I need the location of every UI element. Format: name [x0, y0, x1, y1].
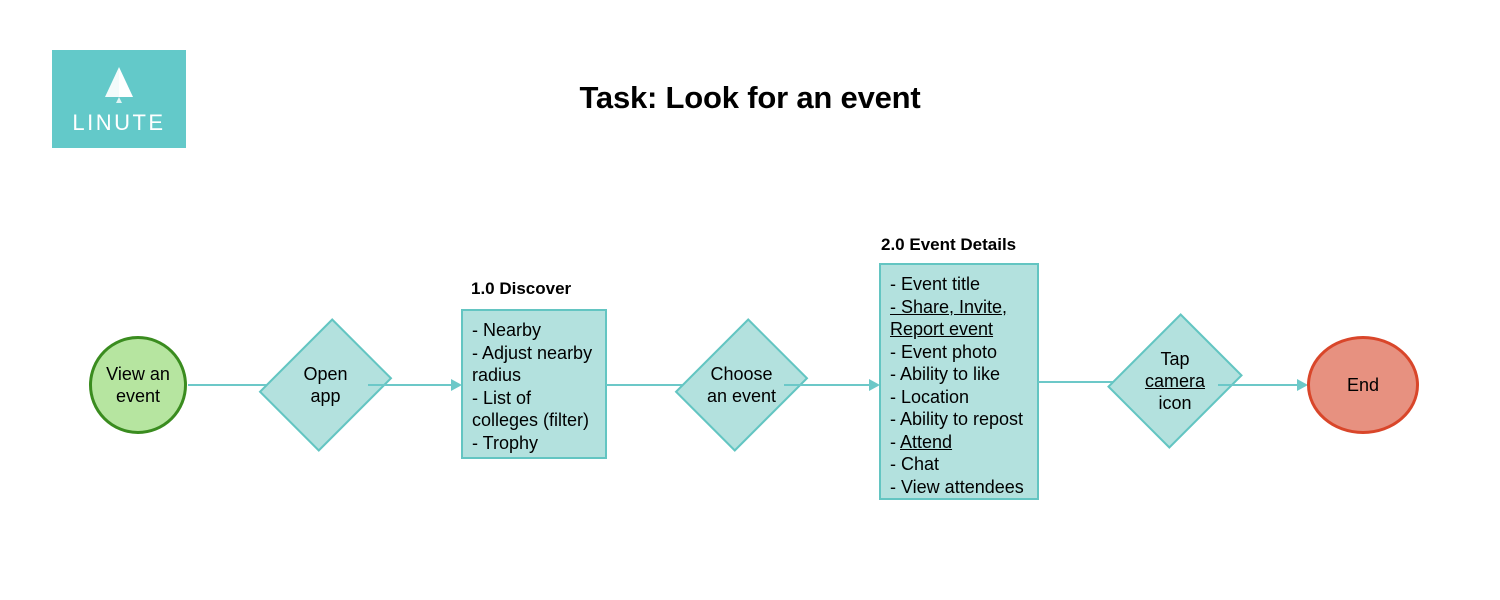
flow-node-start-label: View an event	[106, 364, 170, 406]
list-item: - Share, Invite, Report event	[890, 296, 1008, 340]
flow-node-tap-camera-label: Tap camera icon	[1132, 348, 1218, 414]
flow-node-end[interactable]: End	[1307, 336, 1419, 434]
flow-node-discover-caption: 1.0 Discover	[471, 279, 572, 298]
arrow-line	[784, 384, 869, 386]
flow-node-end-label: End	[1346, 375, 1380, 395]
arrow-head-icon	[451, 379, 462, 391]
list-item: - Location	[890, 386, 970, 407]
brand-logo: LINUTE	[52, 50, 186, 148]
list-item: - List of colleges (filter)	[472, 387, 590, 431]
list-item: - Nearby	[472, 320, 542, 340]
connector-arrow-choose-event-to-event-details	[784, 378, 880, 392]
list-item: - Event title	[890, 274, 981, 294]
flow-node-tap-camera-icon[interactable]: Tap camera icon	[1107, 313, 1243, 449]
tap-camera-line-1: Tap	[1160, 349, 1190, 369]
paper-plane-logo-icon	[105, 67, 133, 103]
flow-node-open-app[interactable]: Open app	[258, 318, 393, 452]
arrow-line	[1218, 384, 1297, 386]
list-item: - Attend	[890, 431, 953, 452]
list-item: - Ability to like	[890, 364, 1001, 384]
tap-camera-line-3: icon	[1158, 393, 1192, 413]
connector-arrow-open-app-to-discover	[368, 378, 462, 392]
list-item: - View attendees	[890, 476, 1024, 497]
flow-node-open-app-label-wrap: Open app	[283, 333, 368, 437]
page-title: Task: Look for an event	[579, 80, 921, 115]
arrow-line	[1038, 381, 1121, 383]
brand-name: LINUTE	[72, 110, 166, 135]
list-item: - Adjust nearby radius	[472, 342, 593, 386]
flow-node-discover[interactable]: - Nearby - Adjust nearby radius - List o…	[461, 309, 607, 459]
list-item: - Trophy	[472, 432, 539, 453]
flow-node-event-details-caption: 2.0 Event Details	[881, 235, 1017, 254]
arrow-head-icon	[869, 379, 880, 391]
arrow-line	[606, 384, 689, 386]
connector-arrow-tap-camera-to-end	[1218, 378, 1308, 392]
list-item: - Ability to repost	[890, 409, 1024, 429]
arrow-line	[188, 384, 273, 386]
flow-node-tap-camera-label-wrap: Tap camera icon	[1131, 329, 1219, 433]
tap-camera-line-2: camera	[1144, 371, 1206, 391]
flow-node-choose-event[interactable]: Choose an event	[674, 318, 809, 452]
flow-node-start[interactable]: View an event	[89, 336, 187, 434]
arrow-line	[368, 384, 451, 386]
flow-node-event-details[interactable]: - Event title - Share, Invite, Report ev…	[879, 263, 1039, 500]
flow-node-choose-event-label: Choose an event	[706, 364, 777, 406]
list-item: - Event photo	[890, 341, 998, 362]
discover-item-list: - Nearby - Adjust nearby radius - List o…	[463, 311, 605, 462]
flow-node-choose-event-label-wrap: Choose an event	[699, 333, 784, 437]
list-item: - Chat	[890, 454, 940, 474]
arrow-head-icon	[1297, 379, 1308, 391]
event-details-item-list: - Event title - Share, Invite, Report ev…	[881, 265, 1037, 506]
flow-node-open-app-label: Open app	[303, 364, 348, 406]
